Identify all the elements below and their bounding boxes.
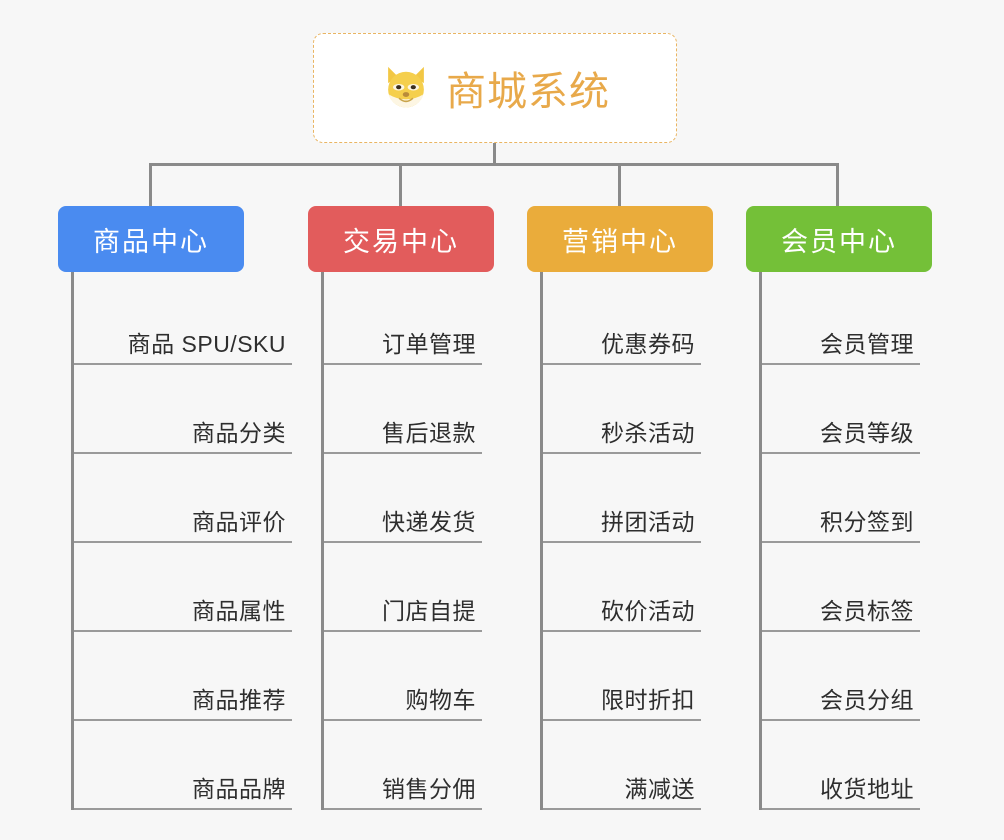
leaf-label: 商品分类 (192, 420, 286, 446)
leaf-item[interactable]: 商品推荐 (74, 632, 292, 721)
leaf-item[interactable]: 销售分佣 (324, 721, 482, 810)
leaf-list-product-center: 商品 SPU/SKU 商品分类 商品评价 商品属性 商品推荐 商品品牌 (71, 272, 292, 810)
leaf-label: 商品推荐 (192, 687, 286, 713)
leaf-item[interactable]: 门店自提 (324, 543, 482, 632)
leaf-item[interactable]: 购物车 (324, 632, 482, 721)
leaf-item[interactable]: 会员标签 (762, 543, 920, 632)
leaf-label: 优惠券码 (601, 331, 695, 357)
leaf-label: 快递发货 (382, 509, 476, 535)
branch-header-label: 商品中心 (93, 226, 209, 257)
leaf-label: 订单管理 (382, 331, 476, 357)
branch-member-center: 会员中心 会员管理 会员等级 积分签到 会员标签 会员分组 收货地址 (746, 206, 932, 810)
branch-header-trade-center[interactable]: 交易中心 (308, 206, 494, 272)
connector-root-stem (493, 143, 496, 165)
leaf-item[interactable]: 会员等级 (762, 365, 920, 454)
branch-header-marketing-center[interactable]: 营销中心 (527, 206, 713, 272)
branch-header-member-center[interactable]: 会员中心 (746, 206, 932, 272)
leaf-item[interactable]: 砍价活动 (543, 543, 701, 632)
leaf-item[interactable]: 商品属性 (74, 543, 292, 632)
shiba-dog-face-icon (380, 62, 432, 114)
leaf-label: 拼团活动 (601, 509, 695, 535)
leaf-label: 商品属性 (192, 598, 286, 624)
leaf-label: 门店自提 (382, 598, 476, 624)
branch-marketing-center: 营销中心 优惠券码 秒杀活动 拼团活动 砍价活动 限时折扣 满减送 (527, 206, 713, 810)
connector-drop-1 (149, 163, 152, 208)
leaf-label: 秒杀活动 (601, 420, 695, 446)
branch-product-center: 商品中心 商品 SPU/SKU 商品分类 商品评价 商品属性 商品推荐 商品品牌 (58, 206, 292, 810)
leaf-label: 积分签到 (820, 509, 914, 535)
leaf-label: 购物车 (405, 687, 476, 713)
leaf-item[interactable]: 快递发货 (324, 454, 482, 543)
branch-header-label: 交易中心 (343, 226, 459, 257)
branch-trade-center: 交易中心 订单管理 售后退款 快递发货 门店自提 购物车 销售分佣 (308, 206, 494, 810)
leaf-item[interactable]: 售后退款 (324, 365, 482, 454)
leaf-label: 销售分佣 (382, 776, 476, 802)
connector-drop-2 (399, 163, 402, 208)
branch-header-label: 会员中心 (781, 226, 897, 257)
root-title: 商城系统 (446, 70, 610, 114)
leaf-label: 会员等级 (820, 420, 914, 446)
leaf-list-trade-center: 订单管理 售后退款 快递发货 门店自提 购物车 销售分佣 (321, 272, 482, 810)
leaf-label: 砍价活动 (601, 598, 695, 624)
root-node[interactable]: 商城系统 (313, 33, 677, 143)
connector-horizontal-bus (149, 163, 839, 166)
leaf-label: 商品评价 (192, 509, 286, 535)
leaf-item[interactable]: 限时折扣 (543, 632, 701, 721)
leaf-item[interactable]: 商品品牌 (74, 721, 292, 810)
leaf-label: 会员标签 (820, 598, 914, 624)
leaf-label: 收货地址 (820, 776, 914, 802)
leaf-item[interactable]: 收货地址 (762, 721, 920, 810)
leaf-label: 商品品牌 (192, 776, 286, 802)
leaf-label: 会员分组 (820, 687, 914, 713)
connector-drop-4 (836, 163, 839, 208)
branch-header-product-center[interactable]: 商品中心 (58, 206, 244, 272)
leaf-label: 售后退款 (382, 420, 476, 446)
leaf-item[interactable]: 积分签到 (762, 454, 920, 543)
leaf-label: 满减送 (624, 776, 695, 802)
leaf-item[interactable]: 商品评价 (74, 454, 292, 543)
leaf-list-member-center: 会员管理 会员等级 积分签到 会员标签 会员分组 收货地址 (759, 272, 920, 810)
leaf-item[interactable]: 会员分组 (762, 632, 920, 721)
connector-drop-3 (618, 163, 621, 208)
leaf-item[interactable]: 商品 SPU/SKU (74, 276, 292, 365)
leaf-label: 会员管理 (820, 331, 914, 357)
leaf-item[interactable]: 优惠券码 (543, 276, 701, 365)
leaf-item[interactable]: 拼团活动 (543, 454, 701, 543)
leaf-item[interactable]: 商品分类 (74, 365, 292, 454)
leaf-item[interactable]: 会员管理 (762, 276, 920, 365)
branch-header-label: 营销中心 (562, 226, 678, 257)
leaf-item[interactable]: 秒杀活动 (543, 365, 701, 454)
leaf-label: 商品 SPU/SKU (127, 331, 286, 357)
leaf-label: 限时折扣 (601, 687, 695, 713)
leaf-item[interactable]: 订单管理 (324, 276, 482, 365)
leaf-item[interactable]: 满减送 (543, 721, 701, 810)
leaf-list-marketing-center: 优惠券码 秒杀活动 拼团活动 砍价活动 限时折扣 满减送 (540, 272, 701, 810)
